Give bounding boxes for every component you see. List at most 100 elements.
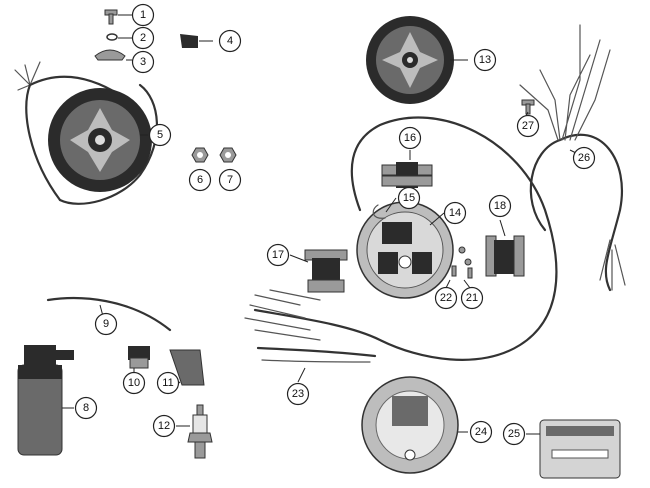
callout-number: 18 <box>494 200 506 212</box>
lighting-coil-part <box>304 249 348 293</box>
part-callout-10: 10 <box>122 371 146 395</box>
callout-circle <box>94 312 118 336</box>
part-callout-12: 12 <box>152 414 176 438</box>
callout-circle <box>218 168 242 192</box>
callout-circle <box>572 146 596 170</box>
part-callout-8: 8 <box>74 396 98 420</box>
callout-number: 1 <box>140 9 146 21</box>
part-callout-7: 7 <box>218 168 242 192</box>
callout-number: 9 <box>103 318 109 330</box>
part-callout-26: 26 <box>572 146 596 170</box>
callout-circle <box>131 26 155 50</box>
flywheel-assembly-part <box>14 61 159 205</box>
part-callout-14: 14 <box>443 201 467 225</box>
part-callout-16: 16 <box>398 126 422 150</box>
callout-circle <box>502 422 526 446</box>
callout-number: 7 <box>227 174 233 186</box>
wiring-harness-part <box>519 24 626 292</box>
callout-circle <box>397 186 421 210</box>
callout-number: 13 <box>479 54 491 66</box>
part-callout-27: 27 <box>516 114 540 138</box>
part-callout-13: 13 <box>473 48 497 72</box>
part-callout-22: 22 <box>434 286 458 310</box>
callout-circle <box>473 48 497 72</box>
callout-number: 22 <box>440 292 452 304</box>
callout-circle <box>443 201 467 225</box>
mounting-screws-part <box>451 246 473 279</box>
stator-wiring-loop <box>253 116 558 361</box>
callout-number: 4 <box>227 35 233 47</box>
callout-number: 3 <box>140 56 146 68</box>
flywheel-rotor-part <box>366 16 454 104</box>
callout-circle <box>152 414 176 438</box>
ignition-coil-part <box>381 162 433 188</box>
callout-circle <box>156 371 180 395</box>
cable-connector-part <box>128 346 150 369</box>
clamp-part <box>94 49 126 61</box>
callout-circle <box>188 168 212 192</box>
callout-number: 17 <box>272 249 284 261</box>
part-callout-6: 6 <box>188 168 212 192</box>
callout-number: 2 <box>140 32 146 44</box>
callout-circle <box>286 382 310 406</box>
screw-part <box>104 9 118 25</box>
harness-screw-part <box>521 99 535 115</box>
rectifier-box-part <box>539 419 621 479</box>
spark-plug-cap-part <box>169 349 205 386</box>
part-callout-5: 5 <box>148 123 172 147</box>
callout-circle <box>460 286 484 310</box>
part-callout-18: 18 <box>488 194 512 218</box>
callout-circle <box>516 114 540 138</box>
callout-circle <box>131 3 155 27</box>
callout-number: 5 <box>157 129 163 141</box>
part-callout-4: 4 <box>218 29 242 53</box>
callout-circle <box>74 396 98 420</box>
stator-plate-part <box>356 201 454 299</box>
callout-number: 10 <box>128 377 140 389</box>
callout-number: 27 <box>522 120 534 132</box>
charging-coil-part <box>485 235 525 277</box>
callout-circle <box>122 371 146 395</box>
callout-number: 8 <box>83 402 89 414</box>
callout-number: 24 <box>475 426 487 438</box>
leader-lines <box>62 14 587 435</box>
base-plate-part <box>361 376 459 474</box>
callout-number: 21 <box>466 292 478 304</box>
callout-number: 26 <box>578 152 590 164</box>
callout-number: 6 <box>197 174 203 186</box>
callout-number: 12 <box>158 420 170 432</box>
callout-number: 14 <box>449 207 461 219</box>
hv-ignition-coil-part <box>17 345 74 456</box>
part-callout-25: 25 <box>502 422 526 446</box>
part-callout-11: 11 <box>156 371 180 395</box>
callout-number: 23 <box>292 388 304 400</box>
part-callout-24: 24 <box>469 420 493 444</box>
callout-circle <box>218 29 242 53</box>
rubber-cap-part <box>180 34 198 48</box>
cable-set-part <box>256 346 377 363</box>
washer-part <box>106 33 118 41</box>
part-callout-17: 17 <box>266 243 290 267</box>
part-callout-3: 3 <box>131 50 155 74</box>
callout-number: 11 <box>162 377 173 389</box>
callout-number: 16 <box>404 132 416 144</box>
part-callout-15: 15 <box>397 186 421 210</box>
callout-circle <box>266 243 290 267</box>
callout-circle <box>488 194 512 218</box>
callout-circle <box>148 123 172 147</box>
callout-circle <box>469 420 493 444</box>
callout-number: 15 <box>403 192 415 204</box>
part-callout-9: 9 <box>94 312 118 336</box>
part-callout-23: 23 <box>286 382 310 406</box>
spark-plug-part <box>187 404 213 459</box>
clip-part <box>372 204 386 219</box>
part-callout-2: 2 <box>131 26 155 50</box>
callout-number: 25 <box>508 428 520 440</box>
part-callout-1: 1 <box>131 3 155 27</box>
callout-circle <box>131 50 155 74</box>
ht-cable-part <box>46 296 172 332</box>
callout-circle <box>434 286 458 310</box>
